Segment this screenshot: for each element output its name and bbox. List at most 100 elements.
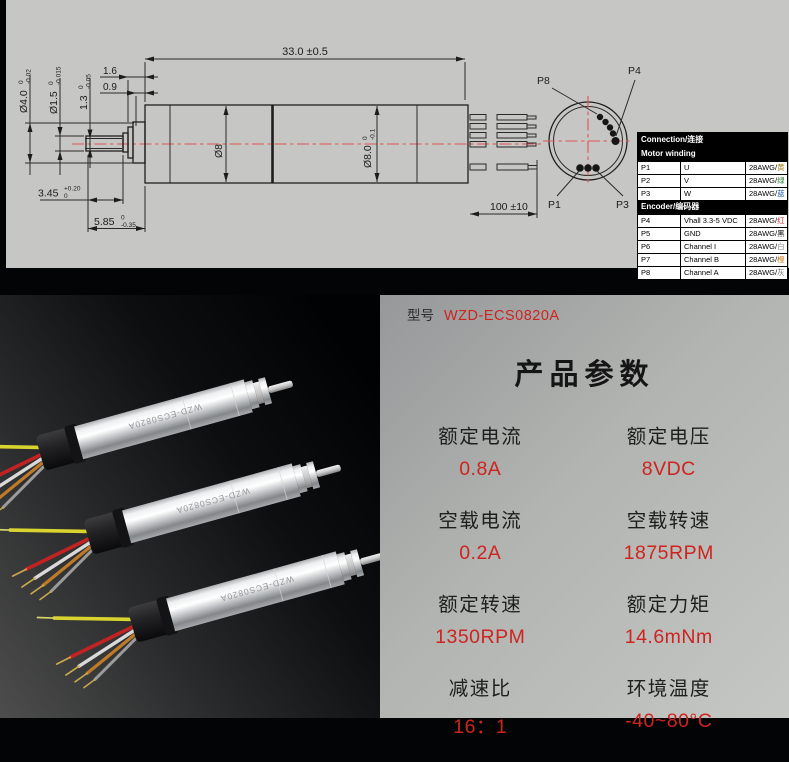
spec-value: -40~80°C xyxy=(625,710,713,732)
spec-label: 环境温度 xyxy=(626,678,711,700)
spec-value: 1350RPM xyxy=(435,626,526,648)
connection-table: Connection/连接 Motor winding P1 U 28AWG/黄… xyxy=(637,132,788,280)
dia-4-label: Ø4.0 xyxy=(18,90,30,113)
spec-rated-current: 额定电流 0.8A xyxy=(386,420,575,481)
flat-1-3-tol-lower: -0.05 xyxy=(86,74,93,89)
spec-rated-voltage: 额定电压 8VDC xyxy=(575,420,764,481)
dim-flat-1-3: 1.3 0 -0.05 xyxy=(78,74,112,168)
signal-cell: GND xyxy=(681,228,746,240)
wire-cell: 28AWG/绿 xyxy=(746,175,787,187)
dim-100-label: 100 ±10 xyxy=(490,201,528,213)
spec-noload-speed: 空载转速 1875RPM xyxy=(575,504,764,565)
pin-p3-label: P3 xyxy=(616,199,629,211)
wire-color-text: 灰 xyxy=(777,268,785,277)
dim-3-45-label: 3.45 xyxy=(38,188,59,200)
dia-1-5-tol-upper: 0 xyxy=(48,81,55,85)
dia-1-5-tol-lower: -0.015 xyxy=(56,66,63,85)
motor-photo-render: WZD-ECS0820A xyxy=(0,349,380,697)
wire-color-text: 白 xyxy=(777,242,785,251)
dim-5-85-tol-upper: 0 xyxy=(121,215,125,222)
spec-rated-torque: 额定力矩 14.6mNm xyxy=(575,588,764,649)
wire-color-text: 蓝 xyxy=(777,189,785,198)
table-row: P5 GND 28AWG/黑 xyxy=(638,227,787,240)
pin-cell: P3 xyxy=(638,188,681,200)
wire-cell: 28AWG/白 xyxy=(746,241,787,253)
spec-panel: 型号 WZD-ECS0820A 产品参数 额定电流 0.8A 额定电压 8VDC… xyxy=(380,295,789,738)
spec-label: 额定电流 xyxy=(438,426,523,448)
wire-color-text: 橙 xyxy=(777,255,785,264)
table-row: P1 U 28AWG/黄 xyxy=(638,161,787,174)
table-row: P8 Channel A 28AWG/灰 xyxy=(638,266,787,279)
pin-p4-label: P4 xyxy=(628,65,641,77)
wire-color-text: 黄 xyxy=(777,163,785,172)
dim-5-85-label: 5.85 xyxy=(94,216,115,228)
spec-label: 额定电压 xyxy=(626,426,711,448)
table-row: P7 Channel B 28AWG/橙 xyxy=(638,253,787,266)
gauge-text: 28AWG/ xyxy=(749,189,778,198)
dim-front-steps: 1.6 0.9 xyxy=(100,66,158,126)
dia-8-0-tol-upper: 0 xyxy=(362,136,369,140)
spec-rated-speed: 额定转速 1350RPM xyxy=(386,588,575,649)
dia-8-0-tol-lower: -0.1 xyxy=(370,128,377,140)
wire-color-text: 绿 xyxy=(777,176,785,185)
wire-cell: 28AWG/灰 xyxy=(746,267,787,279)
gauge-text: 28AWG/ xyxy=(749,242,778,251)
wire-cell: 28AWG/黄 xyxy=(746,162,787,174)
dim-3-45-tol-lower: 0 xyxy=(64,193,68,200)
pin-cell: P2 xyxy=(638,175,681,187)
motor-side-view xyxy=(85,104,538,184)
spec-value: 0.2A xyxy=(459,542,502,564)
pin-dots xyxy=(576,113,620,172)
dia-4-tol-lower: -0.02 xyxy=(26,69,33,84)
page-title: 产品参数 xyxy=(514,359,655,391)
wire-cell: 28AWG/黑 xyxy=(746,228,787,240)
pin-p1-label: P1 xyxy=(548,199,561,211)
gauge-text: 28AWG/ xyxy=(749,163,778,172)
encoder-section: Encoder/编码器 xyxy=(638,200,787,214)
flat-1-3-tol-upper: 0 xyxy=(78,85,85,89)
pin-cell: P1 xyxy=(638,162,681,174)
spec-ambient-temp: 环境温度 -40~80°C xyxy=(575,672,764,739)
spec-label: 额定转速 xyxy=(438,594,523,616)
dim-5-85-tol-lower: -0.35 xyxy=(121,222,136,229)
dim-overall-length: 33.0 ±0.5 xyxy=(144,46,466,102)
table-row: P6 Channel I 28AWG/白 xyxy=(638,240,787,253)
gauge-text: 28AWG/ xyxy=(749,268,778,277)
pin-cell: P6 xyxy=(638,241,681,253)
dim-5-85: 5.85 0 -0.35 xyxy=(88,186,146,232)
dim-33-label: 33.0 ±0.5 xyxy=(282,46,328,58)
signal-cell: Channel A xyxy=(681,267,746,279)
product-photo: WZD-ECS0820A xyxy=(0,295,380,718)
dia-8-label: Ø8 xyxy=(213,144,225,158)
signal-cell: W xyxy=(681,188,746,200)
signal-cell: U xyxy=(681,162,746,174)
spec-value: 8VDC xyxy=(641,458,696,480)
spec-value: 1875RPM xyxy=(623,542,714,564)
table-row: P3 W 28AWG/蓝 xyxy=(638,187,787,200)
dim-wire-length: 100 ±10 xyxy=(470,160,538,218)
dim-3-45: 3.45 +0.20 0 xyxy=(38,155,124,232)
gauge-text: 28AWG/ xyxy=(749,229,778,238)
dia-8-0-label: Ø8.0 xyxy=(362,145,374,168)
spec-label: 空载转速 xyxy=(626,510,711,532)
wire-cell: 28AWG/蓝 xyxy=(746,188,787,200)
gauge-text: 28AWG/ xyxy=(749,216,778,225)
pin-cell: P5 xyxy=(638,228,681,240)
spec-label: 减速比 xyxy=(448,678,512,700)
model-label: 型号 xyxy=(407,308,434,323)
table-row: P4 Vhall 3.3-5 VDC 28AWG/红 xyxy=(638,214,787,227)
dim-body-dia-8-0: Ø8.0 0 -0.1 xyxy=(362,106,380,182)
spec-value: 0.8A xyxy=(459,458,502,480)
spec-label: 空载电流 xyxy=(438,510,523,532)
pin-cell: P4 xyxy=(638,215,681,227)
signal-cell: Vhall 3.3-5 VDC xyxy=(681,215,746,227)
wire-cell: 28AWG/红 xyxy=(746,215,787,227)
end-view: P8 P4 P1 P3 xyxy=(537,65,641,211)
signal-cell: Channel I xyxy=(681,241,746,253)
pin-cell: P8 xyxy=(638,267,681,279)
dim-3-45-tol-upper: +0.20 xyxy=(64,186,81,193)
table-row: P2 V 28AWG/绿 xyxy=(638,174,787,187)
flat-1-3-label: 1.3 xyxy=(78,95,90,110)
dia-1-5-label: Ø1.5 xyxy=(48,91,60,114)
wire-color-text: 红 xyxy=(777,216,785,225)
